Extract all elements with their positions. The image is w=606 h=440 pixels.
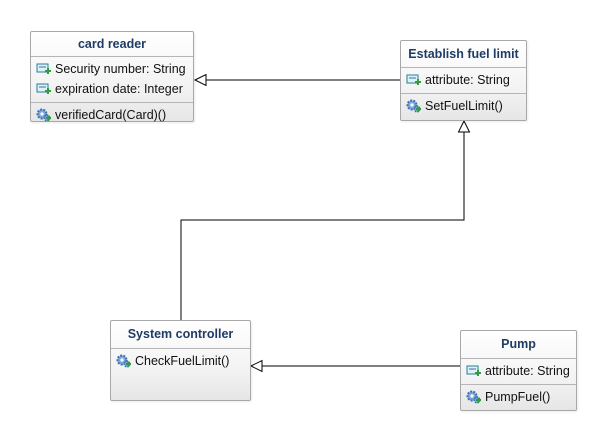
- operation-label: verifiedCard(Card)(): [55, 108, 167, 122]
- class-establish-fuel-limit[interactable]: Establish fuel limit attribute: String S…: [400, 40, 527, 121]
- operation-row[interactable]: CheckFuelLimit(): [111, 351, 250, 371]
- class-name: Establish fuel limit: [401, 41, 526, 68]
- attribute-label: expiration date: Integer: [55, 82, 183, 96]
- class-name: Pump: [461, 331, 576, 359]
- generalization-fuel-limit-to-card-reader[interactable]: [193, 73, 400, 87]
- operation-label: SetFuelLimit(): [425, 99, 503, 113]
- attribute-icon: [406, 74, 421, 85]
- operation-gear-icon: [406, 99, 421, 113]
- attribute-icon: [36, 83, 51, 94]
- class-name: card reader: [31, 32, 193, 57]
- operation-row[interactable]: SetFuelLimit(): [401, 96, 526, 116]
- attributes-section: Security number: String expiration date:…: [31, 57, 193, 102]
- operation-label: PumpFuel(): [485, 390, 551, 404]
- operation-gear-icon: [466, 390, 481, 404]
- class-pump[interactable]: Pump attribute: String PumpFuel(): [460, 330, 577, 411]
- attribute-label: attribute: String: [485, 364, 570, 378]
- attribute-row[interactable]: expiration date: Integer: [31, 79, 193, 99]
- attributes-section: attribute: String: [401, 68, 526, 93]
- attribute-label: attribute: String: [425, 73, 510, 87]
- class-system-controller[interactable]: System controller CheckFuelLimit(): [110, 320, 251, 401]
- operations-section: CheckFuelLimit(): [111, 349, 250, 374]
- attribute-icon: [36, 63, 51, 74]
- class-card-reader[interactable]: card reader Security number: String expi…: [30, 31, 194, 122]
- operation-row[interactable]: PumpFuel(): [461, 387, 576, 407]
- operation-row[interactable]: verifiedCard(Card)(): [31, 105, 193, 125]
- attributes-section: attribute: String: [461, 359, 576, 384]
- attribute-row[interactable]: attribute: String: [401, 70, 526, 90]
- attribute-row[interactable]: Security number: String: [31, 59, 193, 79]
- operation-gear-icon: [116, 354, 131, 368]
- class-name: System controller: [111, 321, 250, 349]
- operations-section: verifiedCard(Card)(): [31, 102, 193, 128]
- operations-section: SetFuelLimit(): [401, 93, 526, 119]
- attribute-icon: [466, 365, 481, 376]
- generalization-pump-to-system-controller[interactable]: [249, 359, 460, 373]
- operation-gear-icon: [36, 108, 51, 122]
- attribute-label: Security number: String: [55, 62, 186, 76]
- generalization-system-controller-to-fuel-limit[interactable]: [180, 119, 471, 320]
- attribute-row[interactable]: attribute: String: [461, 361, 576, 381]
- operations-section: PumpFuel(): [461, 384, 576, 410]
- operation-label: CheckFuelLimit(): [135, 354, 230, 368]
